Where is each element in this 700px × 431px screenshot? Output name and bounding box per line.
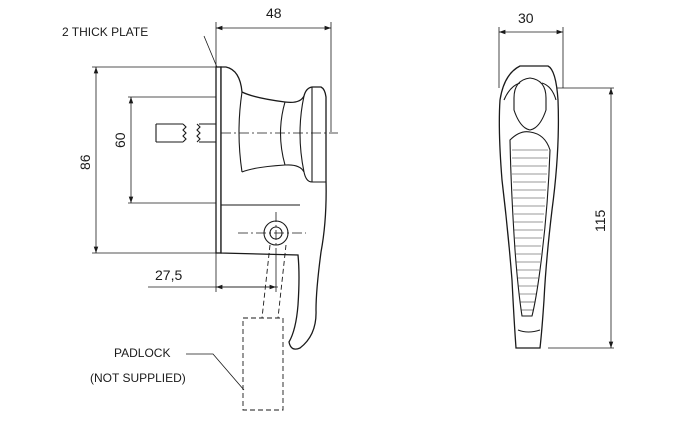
front-view: 30 115 (498, 10, 614, 349)
mounting-plate (215, 66, 222, 254)
dim-27-5-label: 27,5 (155, 267, 182, 283)
dim-86-label: 86 (77, 154, 93, 170)
padlock-label: PADLOCK (114, 346, 170, 360)
grip-panel (509, 131, 551, 317)
grip-hatching (512, 149, 548, 311)
shaft-stub (155, 123, 216, 143)
padlock-leader (186, 353, 245, 391)
plate-label: 2 THICK PLATE (62, 25, 148, 39)
handle-body (220, 66, 327, 350)
side-view: 48 86 60 27,5 2 THICK PLATE (62, 5, 338, 411)
plate-leader (203, 35, 220, 73)
padlock-note: (NOT SUPPLIED) (90, 371, 186, 385)
handle-front-knob (513, 77, 547, 131)
dim-115-label: 115 (592, 209, 608, 232)
padlock-hole (238, 212, 306, 254)
dimension-115: 115 (548, 87, 614, 349)
dimension-30: 30 (498, 10, 564, 88)
dim-30-label: 30 (518, 10, 534, 26)
dimension-48: 48 (215, 5, 332, 132)
dim-48-label: 48 (266, 5, 282, 21)
dimension-27-5: 27,5 (148, 253, 278, 292)
dim-60-label: 60 (112, 132, 128, 148)
dimension-86: 86 (77, 66, 216, 254)
padlock-outline (242, 244, 287, 411)
handle-front-outline (498, 65, 560, 349)
